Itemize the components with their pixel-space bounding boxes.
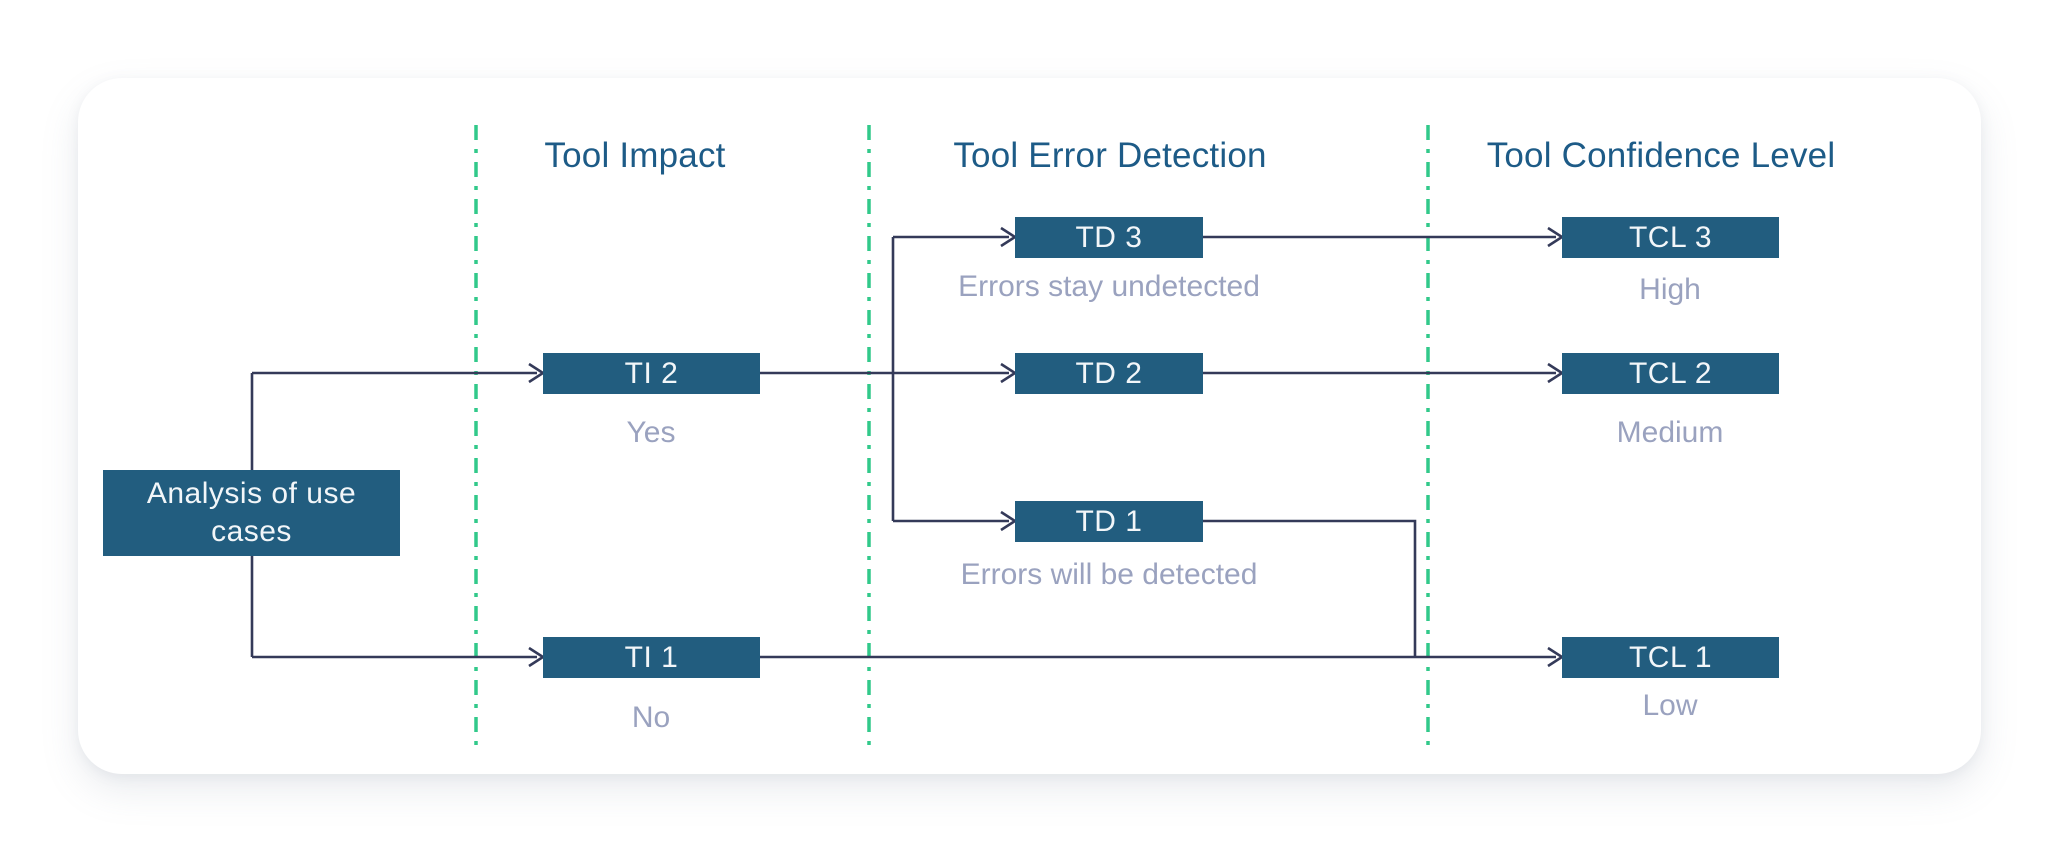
node-td2: TD 2	[1015, 353, 1203, 394]
sublabel-ti2-yes: Yes	[626, 416, 676, 449]
sublabel-tcl1-low: Low	[1642, 689, 1698, 722]
node-td1-label: TD 1	[1075, 504, 1143, 538]
node-analysis-label: Analysis of use cases	[146, 477, 357, 548]
node-td3-label: TD 3	[1075, 220, 1143, 254]
column-header-tool-impact: Tool Impact	[544, 136, 726, 175]
node-ti1: TI 1	[543, 637, 760, 678]
sublabel-tcl3-high: High	[1639, 273, 1701, 306]
node-td3: TD 3	[1015, 217, 1203, 258]
node-tcl2-label: TCL 2	[1628, 356, 1713, 390]
sublabel-ti1-no: No	[631, 701, 671, 734]
column-header-tool-error-detection: Tool Error Detection	[953, 136, 1267, 175]
node-ti1-label: TI 1	[624, 640, 679, 674]
node-tcl3: TCL 3	[1562, 217, 1779, 258]
sublabel-td1-errors-will-be-detected: Errors will be detected	[960, 558, 1258, 591]
node-tcl1-label: TCL 1	[1628, 640, 1713, 674]
node-tcl3-label: TCL 3	[1628, 220, 1713, 254]
node-td1: TD 1	[1015, 501, 1203, 542]
node-tcl1: TCL 1	[1562, 637, 1779, 678]
node-ti2: TI 2	[543, 353, 760, 394]
column-header-tool-confidence-level: Tool Confidence Level	[1486, 136, 1836, 175]
node-td2-label: TD 2	[1075, 356, 1143, 390]
edge-td1-to-tcl1-elbow	[1203, 519, 1417, 657]
node-tcl2: TCL 2	[1562, 353, 1779, 394]
node-analysis-of-use-cases: Analysis of use cases	[103, 470, 400, 556]
sublabel-td3-errors-stay-undetected: Errors stay undetected	[958, 270, 1260, 303]
node-ti2-label: TI 2	[624, 356, 679, 390]
sublabel-tcl2-medium: Medium	[1616, 416, 1724, 449]
